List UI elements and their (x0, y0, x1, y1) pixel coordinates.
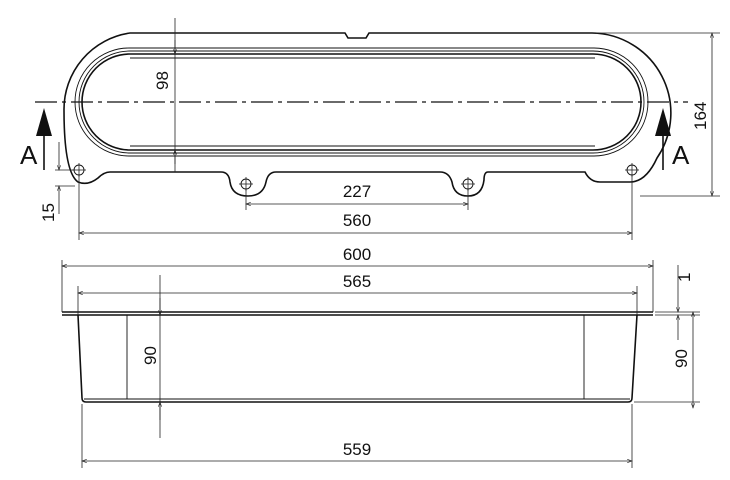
top-view: A A 98 164 15 (20, 18, 720, 240)
dim-164-label: 164 (691, 102, 710, 130)
dimension-565: 565 (77, 272, 638, 315)
dimension-90-right: 90 (634, 311, 700, 409)
dim-600-label: 600 (343, 245, 371, 264)
dim-560-label: 560 (343, 211, 371, 230)
dimension-90-inner: 90 (141, 275, 162, 438)
section-label-left: A (20, 140, 38, 170)
side-view: 600 565 1 90 90 (61, 245, 700, 468)
dim-90-right-label: 90 (672, 349, 691, 368)
dimension-164: 164 (596, 32, 720, 197)
dim-15-label: 15 (39, 203, 58, 222)
dim-565-label: 565 (343, 272, 371, 291)
section-label-right: A (672, 140, 690, 170)
section-marker-right: A (655, 108, 690, 170)
dimension-600: 600 (61, 245, 654, 312)
mounting-hole-mid-left (239, 177, 253, 191)
flange-outline (63, 32, 672, 197)
dimension-15: 15 (39, 142, 75, 222)
dim-1-label: 1 (675, 273, 694, 282)
dimension-560: 560 (78, 175, 633, 240)
tray-body (77, 314, 638, 403)
dimension-227: 227 (245, 182, 469, 210)
dim-98-label: 98 (153, 71, 172, 90)
dim-90-inner-label: 90 (141, 346, 160, 365)
dim-559-label: 559 (343, 440, 371, 459)
dimension-98: 98 (153, 18, 177, 172)
mounting-hole-mid-right (461, 177, 475, 191)
dimension-559: 559 (81, 404, 633, 468)
section-marker-left: A (20, 108, 52, 170)
dim-227-label: 227 (343, 182, 371, 201)
mounting-hole-right (625, 163, 639, 177)
